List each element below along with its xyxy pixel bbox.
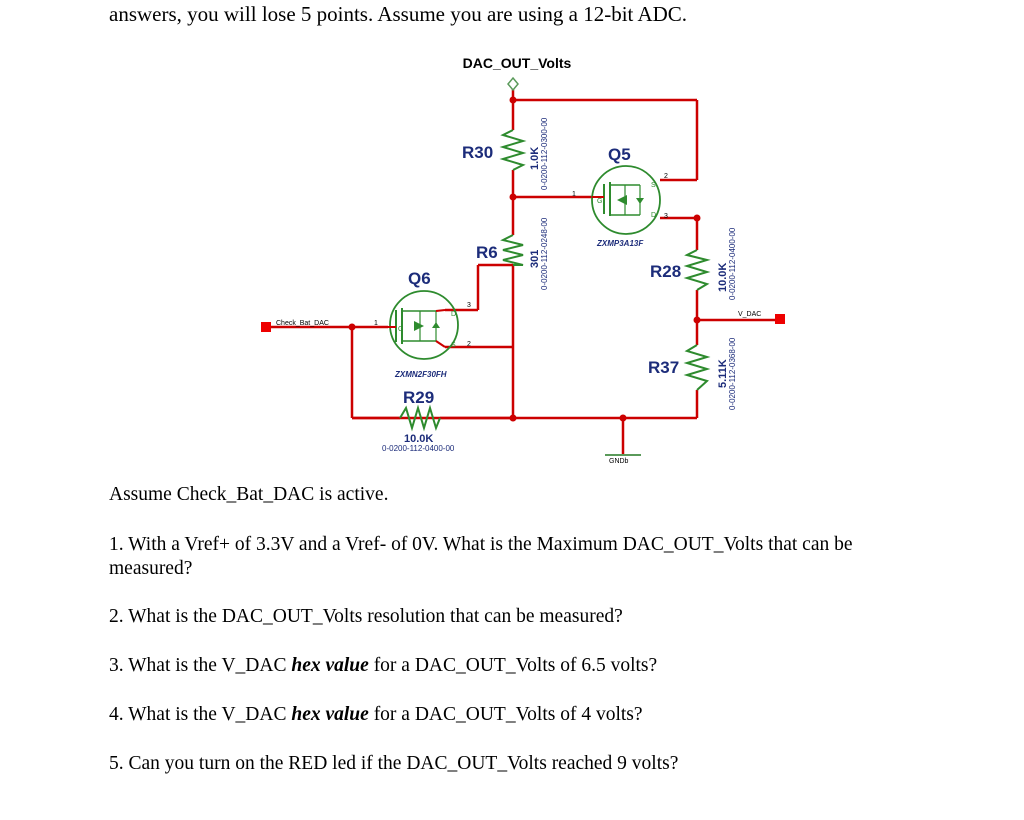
question-5: 5. Can you turn on the RED led if the DA… (109, 753, 679, 774)
q6-pin2: 2 (467, 341, 471, 348)
v-dac-label: V_DAC (738, 311, 761, 318)
r37-ref: R37 (648, 358, 679, 377)
q6-pin3: 3 (467, 302, 471, 309)
q5-pin3: 3 (664, 213, 668, 220)
question-3-pre: 3. What is the V_DAC (109, 655, 292, 676)
r6-value: 301 (529, 250, 541, 268)
r29-part: 0-0200-112-0400-00 (382, 444, 455, 453)
v-dac-port-icon (775, 314, 785, 324)
r37-resistor-icon (683, 344, 711, 391)
q5-mosfet-icon (591, 165, 661, 235)
r28-value: 10.0K (717, 263, 729, 292)
q6-drain-label: D (451, 311, 456, 318)
question-1-line-2: measured? (109, 558, 193, 579)
r29-resistor-icon (399, 404, 441, 432)
r29-ref: R29 (403, 388, 434, 407)
question-4: 4. What is the V_DAC hex value for a DAC… (109, 703, 643, 727)
q5-gate-label: G (597, 198, 602, 205)
wires (271, 85, 775, 455)
question-3-post: for a DAC_OUT_Volts of 6.5 volts? (368, 655, 658, 676)
q5-ref: Q5 (608, 145, 631, 164)
r29-value: 10.0K (404, 433, 433, 445)
dac-out-port-icon (507, 76, 519, 92)
r30-resistor-icon (499, 129, 527, 171)
assume-text: Assume Check_Bat_DAC is active. (109, 484, 389, 505)
q6-gate-label: G (398, 326, 403, 333)
ground-label: GNDb (609, 458, 629, 465)
r28-resistor-icon (683, 249, 711, 291)
q6-mosfet-icon (388, 290, 459, 360)
question-1-line-1: 1. With a Vref+ of 3.3V and a Vref- of 0… (109, 534, 853, 555)
r30-part: 0-0200-112-0300-00 (540, 117, 549, 190)
q6-part: ZXMN2F30FH (394, 370, 447, 379)
check-bat-dac-label: Check_Bat_DAC (276, 320, 329, 327)
r6-resistor-icon (500, 234, 524, 266)
question-2: 2. What is the DAC_OUT_Volts resolution … (109, 606, 623, 627)
r37-value: 5.11K (717, 359, 729, 388)
r6-part: 0-0200-112-0248-00 (540, 217, 549, 290)
r6-ref: R6 (476, 243, 498, 262)
check-bat-dac-port-icon (261, 322, 271, 332)
q5-part: ZXMP3A13F (596, 239, 644, 248)
r28-ref: R28 (650, 262, 681, 281)
q6-source-label: S (451, 342, 456, 349)
r28-part: 0-0200-112-0400-00 (728, 227, 737, 300)
question-4-pre: 4. What is the V_DAC (109, 704, 292, 725)
r30-value: 1.0K (529, 147, 541, 170)
dac-out-volts-label: DAC_OUT_Volts (463, 55, 572, 71)
question-4-emphasis: hex value (291, 704, 369, 725)
q5-pin1: 1 (572, 191, 576, 198)
header-text: answers, you will lose 5 points. Assume … (109, 2, 688, 26)
circuit-schematic: DAC_OUT_Volts R30 1.0K 0-0200-112-0300-0… (261, 55, 785, 465)
q5-drain-label: D (651, 212, 656, 219)
q5-pin2: 2 (664, 173, 668, 180)
q5-source-label: S (651, 182, 656, 189)
r30-ref: R30 (462, 143, 493, 162)
question-3: 3. What is the V_DAC hex value for a DAC… (109, 654, 657, 678)
r37-part: 0-0200-112-0368-00 (728, 337, 737, 410)
question-4-post: for a DAC_OUT_Volts of 4 volts? (368, 704, 643, 725)
junction-dots (348, 96, 701, 422)
q6-pin1: 1 (374, 320, 378, 327)
q6-ref: Q6 (408, 269, 431, 288)
question-3-emphasis: hex value (291, 655, 369, 676)
